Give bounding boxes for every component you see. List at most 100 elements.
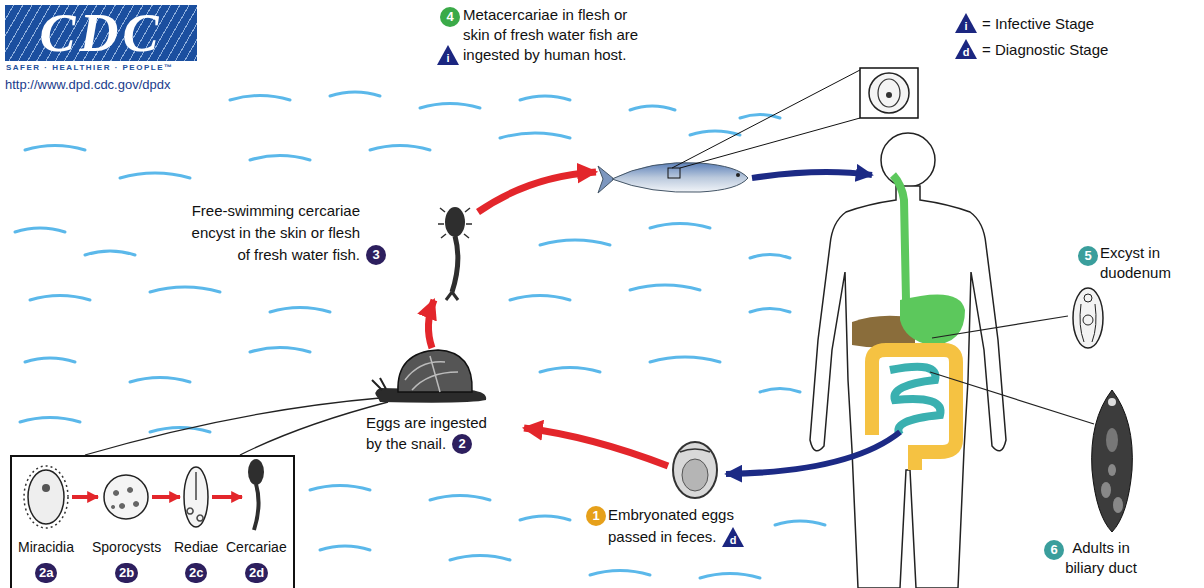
callout-number: 6 [1044,540,1064,560]
redia [184,467,208,527]
wave [420,104,480,109]
wave [25,146,85,151]
callout-number: 2 [452,434,472,454]
inset-arrow [212,495,242,499]
red-arrow [478,172,596,212]
wave [370,146,430,151]
zoom-lines [672,70,860,168]
snail-shell [398,350,472,392]
wave [320,546,370,550]
stage-caption: Free-swimming cercariae encyst in the sk… [179,200,360,266]
wave [150,287,220,292]
human-figure [810,133,1094,588]
wave [520,96,570,100]
excysted-metacercaria [1073,288,1103,348]
sporocyst [104,475,148,519]
metacercaria-inset [860,68,918,118]
leader-line [240,402,388,455]
stage-name: Rediae [174,539,218,555]
fish-body [612,163,748,193]
wave [700,574,760,579]
wave [630,106,675,110]
miracidium-cilia [24,466,68,528]
fish [598,68,918,193]
leader-line [85,398,380,455]
callout-number: 2c [185,563,207,583]
fish-tail [598,166,614,193]
callout-number: 5 [1078,246,1098,266]
legend-text: = Diagnostic Stage [982,41,1108,58]
wave [120,173,190,178]
callout-number: 2d [245,563,268,583]
redia-gut [187,472,203,521]
miracidium [28,470,64,524]
wave [760,389,800,393]
diagnostic-stage-icon: d [722,527,744,547]
small-cercaria-tail [254,484,259,530]
wave [330,92,380,96]
stage-caption: Adults in biliary duct [1056,538,1146,578]
fluke-uterus [1106,428,1118,452]
wave [590,571,650,576]
stage-name: Cercariae [226,539,287,555]
red-arrow [524,428,668,466]
wave [85,251,135,255]
wave [520,516,570,520]
wave [650,224,710,229]
callout-number: 3 [366,245,386,265]
fluke-testis [1101,482,1111,498]
wave [500,133,570,138]
wave [430,496,490,501]
snail-shell-lines [405,356,458,392]
ventral-sucker [1083,315,1093,325]
small-cercaria-body [248,459,264,485]
callout-number: 2b [115,563,138,583]
cercaria-body [445,207,465,237]
blue-arrow [752,172,872,178]
wave [230,96,290,101]
wave [130,378,190,383]
colon [872,350,956,470]
callout-number: 4 [440,7,460,27]
organ-leader-lines [930,316,1094,424]
esophagus [893,175,906,300]
legend-text: = Infective Stage [982,15,1094,32]
logo-box: CDC [5,5,197,61]
stage-caption: Excyst in duodenum [1100,243,1196,283]
wave [450,556,510,561]
snail-to-inset-leader-lines [85,398,388,455]
infective-stage-icon: i [955,13,977,33]
fish-skin-detail [668,168,680,178]
cercaria-tail [452,236,458,292]
wave [775,521,825,525]
metacercaria-spot [886,92,892,98]
wave [540,368,600,373]
oral-sucker [1084,294,1092,302]
fluke-sucker [1108,398,1116,406]
fluke-body [1092,390,1133,532]
wave [510,296,570,301]
metacercaria-larva [878,79,900,107]
cercaria-tail-fork [446,292,458,300]
snail [372,350,486,403]
stage-caption: Eggs are ingested by the snail. [366,412,496,454]
fluke-testis [1108,464,1116,476]
sporocyst-germ-balls [111,487,139,509]
wave [20,418,80,423]
stage-caption: Metacercariae in flesh or skin of fresh … [463,5,649,65]
wave [15,228,65,232]
wave [750,309,790,313]
egg-shell [673,442,717,498]
stage-name: Sporocysts [92,539,161,555]
diagnostic-stage-icon: d [955,39,977,59]
wave [30,296,90,301]
adult-fluke [1092,390,1133,532]
human-head [881,133,935,187]
cycle-arrows [428,172,900,474]
blue-arrow [726,432,900,474]
stage-name: Miracidia [18,539,74,555]
red-arrow [428,300,434,348]
inset-arrow [152,495,180,499]
